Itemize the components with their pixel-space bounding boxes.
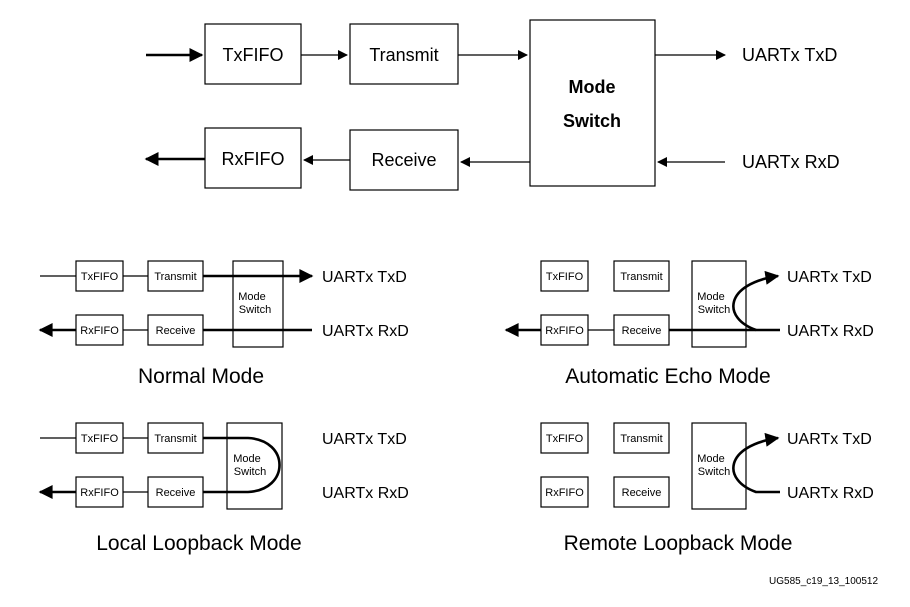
remote-transmit-label: Transmit xyxy=(620,433,662,445)
local-txfifo-label: TxFIFO xyxy=(81,433,119,445)
uart-rxd-label: UARTx RxD xyxy=(742,152,840,172)
uart-txd-label: UARTx TxD xyxy=(742,45,837,65)
echo-uart-rxd-label: UARTx RxD xyxy=(787,323,874,340)
receive-label: Receive xyxy=(371,150,436,170)
local-transmit-box xyxy=(147,422,204,454)
echo-mode-switch-box xyxy=(691,260,747,348)
txfifo-label: TxFIFO xyxy=(223,45,284,65)
echo-rxfifo-box xyxy=(540,314,589,346)
remote-receive-box xyxy=(613,476,670,508)
remote-rxfifo-label: RxFIFO xyxy=(545,487,584,499)
local-transmit-label: Transmit xyxy=(154,433,196,445)
local-mode-switch-box xyxy=(226,422,283,510)
transmit-box xyxy=(349,23,459,85)
normal-uart-rxd-label: UARTx RxD xyxy=(322,323,409,340)
echo-uart-txd-label: UARTx TxD xyxy=(787,269,872,286)
echo-rxfifo-label: RxFIFO xyxy=(545,325,584,337)
receive-box xyxy=(349,129,459,191)
normal-receive-box xyxy=(147,314,204,346)
local-receive-label: Receive xyxy=(156,487,196,499)
echo-mode-title: Automatic Echo Mode xyxy=(565,365,770,388)
automatic-echo-mode-panel: TxFIFO Transmit Mode Switch UARTx TxD UA… xyxy=(504,260,874,388)
local-receive-box xyxy=(147,476,204,508)
mode-switch-label-1: Mode xyxy=(569,77,616,97)
normal-rxfifo-box xyxy=(75,314,124,346)
echo-loop-path xyxy=(732,270,780,332)
echo-mode-switch-label-2: Switch xyxy=(698,304,730,316)
txfifo-box xyxy=(204,23,302,85)
local-loopback-mode-title: Local Loopback Mode xyxy=(96,532,301,555)
normal-mode-title: Normal Mode xyxy=(138,365,264,388)
mode-switch-label-2: Switch xyxy=(563,111,621,131)
local-mode-switch-label-2: Switch xyxy=(234,466,266,478)
echo-txfifo-box xyxy=(540,260,589,292)
rxfifo-label: RxFIFO xyxy=(222,149,285,169)
local-txfifo-box xyxy=(75,422,124,454)
local-loop-path xyxy=(203,436,281,494)
remote-uart-txd-label: UARTx TxD xyxy=(787,431,872,448)
echo-mode-switch-label-1: Mode xyxy=(697,291,725,303)
normal-transmit-label: Transmit xyxy=(154,271,196,283)
normal-mode-panel: TxFIFO Transmit Mode Switch UARTx TxD UA… xyxy=(38,260,409,388)
local-loopback-mode-panel: TxFIFO Transmit Mode Switch UARTx TxD UA… xyxy=(38,422,409,555)
remote-loopback-mode-panel: TxFIFO Transmit Mode Switch UARTx TxD UA… xyxy=(540,422,874,555)
remote-uart-rxd-label: UARTx RxD xyxy=(787,485,874,502)
remote-receive-label: Receive xyxy=(622,487,662,499)
remote-mode-switch-label-1: Mode xyxy=(697,453,725,465)
echo-transmit-box xyxy=(613,260,670,292)
echo-transmit-label: Transmit xyxy=(620,271,662,283)
remote-txfifo-label: TxFIFO xyxy=(546,433,584,445)
local-uart-txd-label: UARTx TxD xyxy=(322,431,407,448)
normal-mode-switch-label-2: Switch xyxy=(239,304,271,316)
normal-txfifo-box xyxy=(75,260,124,292)
remote-mode-switch-box xyxy=(691,422,747,510)
local-mode-switch-label-1: Mode xyxy=(233,453,261,465)
normal-txfifo-label: TxFIFO xyxy=(81,271,119,283)
remote-mode-switch-label-2: Switch xyxy=(698,466,730,478)
remote-loopback-mode-title: Remote Loopback Mode xyxy=(564,532,793,555)
local-uart-rxd-label: UARTx RxD xyxy=(322,485,409,502)
transmit-label: Transmit xyxy=(369,45,438,65)
remote-txfifo-box xyxy=(540,422,589,454)
normal-rxfifo-label: RxFIFO xyxy=(80,325,119,337)
remote-transmit-box xyxy=(613,422,670,454)
main-block-diagram: TxFIFO Transmit Mode Switch UARTx TxD UA… xyxy=(144,19,840,191)
figure-id: UG585_c19_13_100512 xyxy=(769,576,878,587)
normal-mode-switch-label-1: Mode xyxy=(238,291,266,303)
local-rxfifo-label: RxFIFO xyxy=(80,487,119,499)
echo-receive-label: Receive xyxy=(622,325,662,337)
normal-uart-txd-label: UARTx TxD xyxy=(322,269,407,286)
normal-receive-label: Receive xyxy=(156,325,196,337)
remote-rxfifo-box xyxy=(540,476,589,508)
echo-txfifo-label: TxFIFO xyxy=(546,271,584,283)
remote-loop-path xyxy=(732,432,780,494)
normal-transmit-box xyxy=(147,260,204,292)
mode-switch-box xyxy=(529,19,656,187)
